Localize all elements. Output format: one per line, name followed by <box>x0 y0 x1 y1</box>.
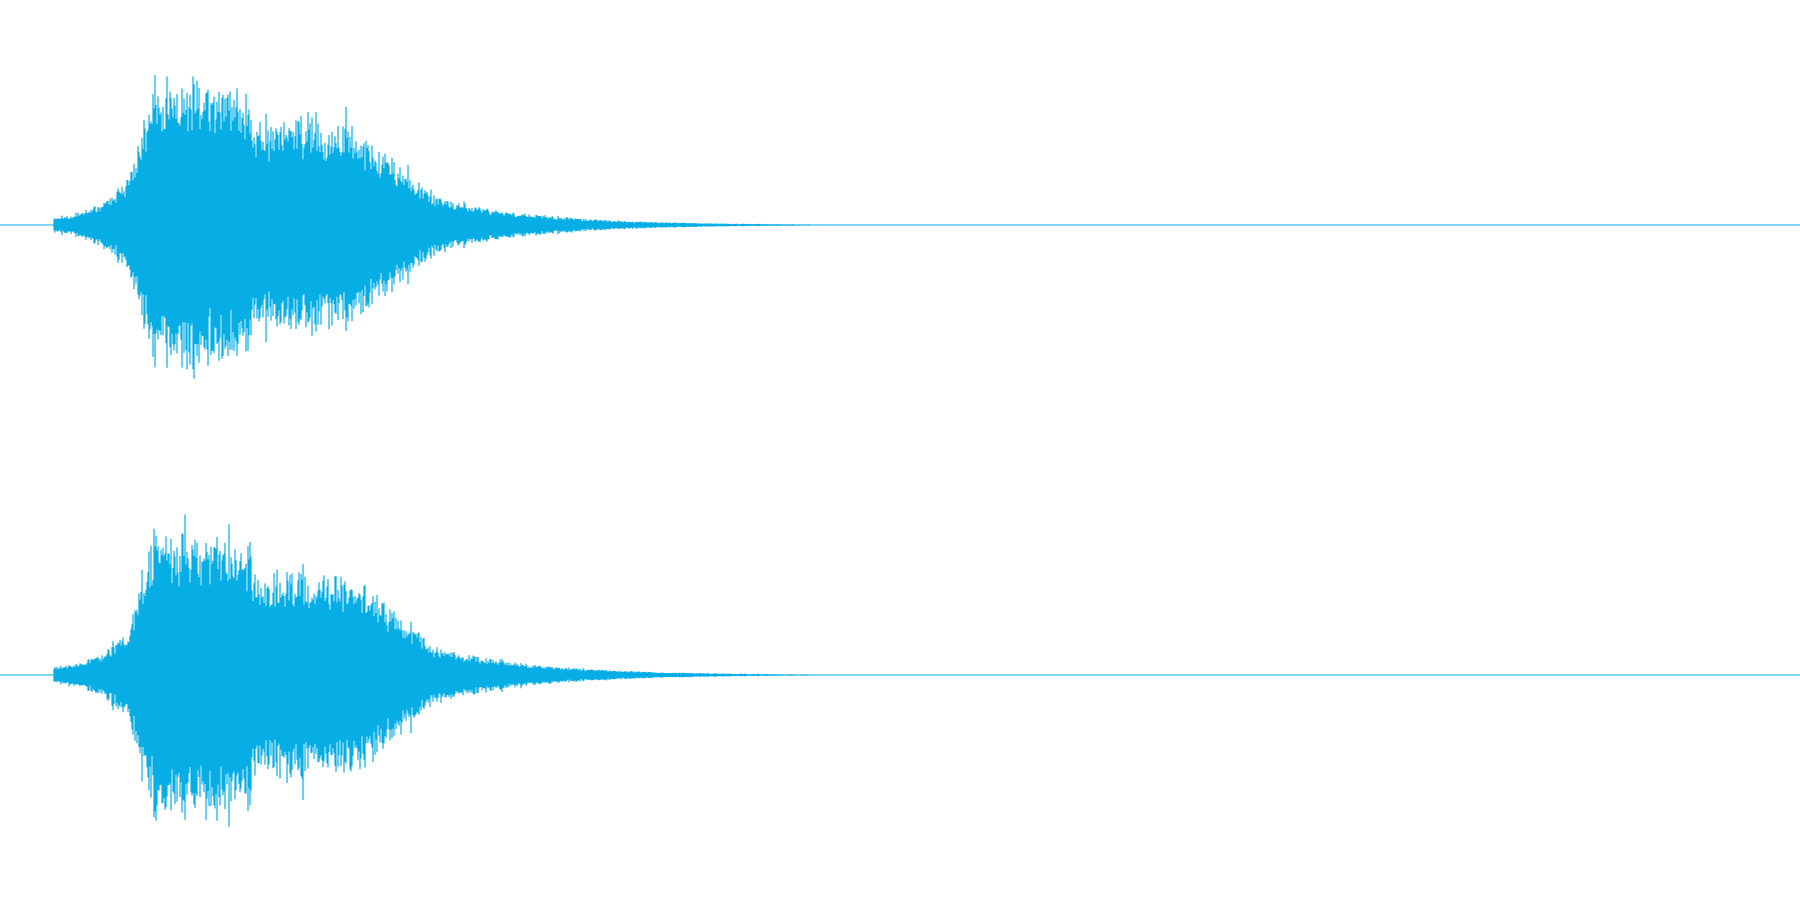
channel-left-waveform <box>0 75 1800 379</box>
waveform-samples <box>53 514 846 827</box>
channel-right-waveform <box>0 514 1800 827</box>
waveform-samples <box>53 75 846 379</box>
